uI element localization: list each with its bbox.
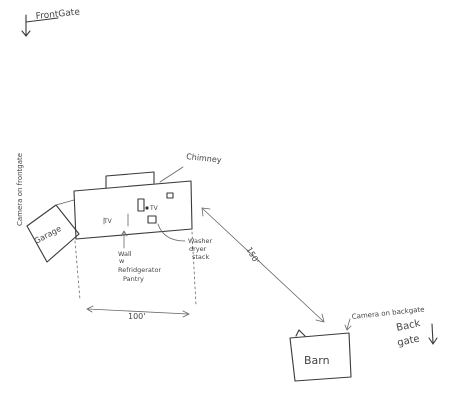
tv-right-label: TV — [149, 205, 159, 212]
back-gate-label-2: gate — [396, 333, 420, 348]
washer-label-3: stack — [192, 253, 209, 261]
washer-label-1: Washer — [188, 237, 212, 245]
wall-label-2: w — [119, 257, 125, 265]
wall-label-1: Wall — [118, 250, 132, 258]
house — [73, 171, 193, 240]
wall-label-4: Pantry — [123, 275, 144, 283]
barn-label: Barn — [304, 354, 330, 367]
chimney-label: Chimney — [186, 152, 222, 165]
back-gate-label-1: Back — [395, 318, 421, 334]
camera-front-label: Camera on frontgate — [16, 153, 24, 226]
house-width-dimension — [74, 231, 197, 318]
house-barn-dimension — [201, 207, 325, 323]
tv-left-label: TV — [103, 218, 113, 225]
distance-barn-label: 150' — [244, 246, 261, 266]
garage — [26, 199, 80, 263]
back-gate-arrow — [428, 323, 438, 345]
wall-label-3: Refridgerator — [118, 266, 161, 274]
distance-house-label: 100' — [128, 312, 145, 321]
front-gate-label: FrontGate — [35, 7, 81, 22]
barn — [289, 329, 352, 382]
garage-label: Garage — [33, 224, 63, 246]
washer-label-2: dryer — [189, 245, 207, 253]
front-gate-arrow — [21, 14, 59, 37]
